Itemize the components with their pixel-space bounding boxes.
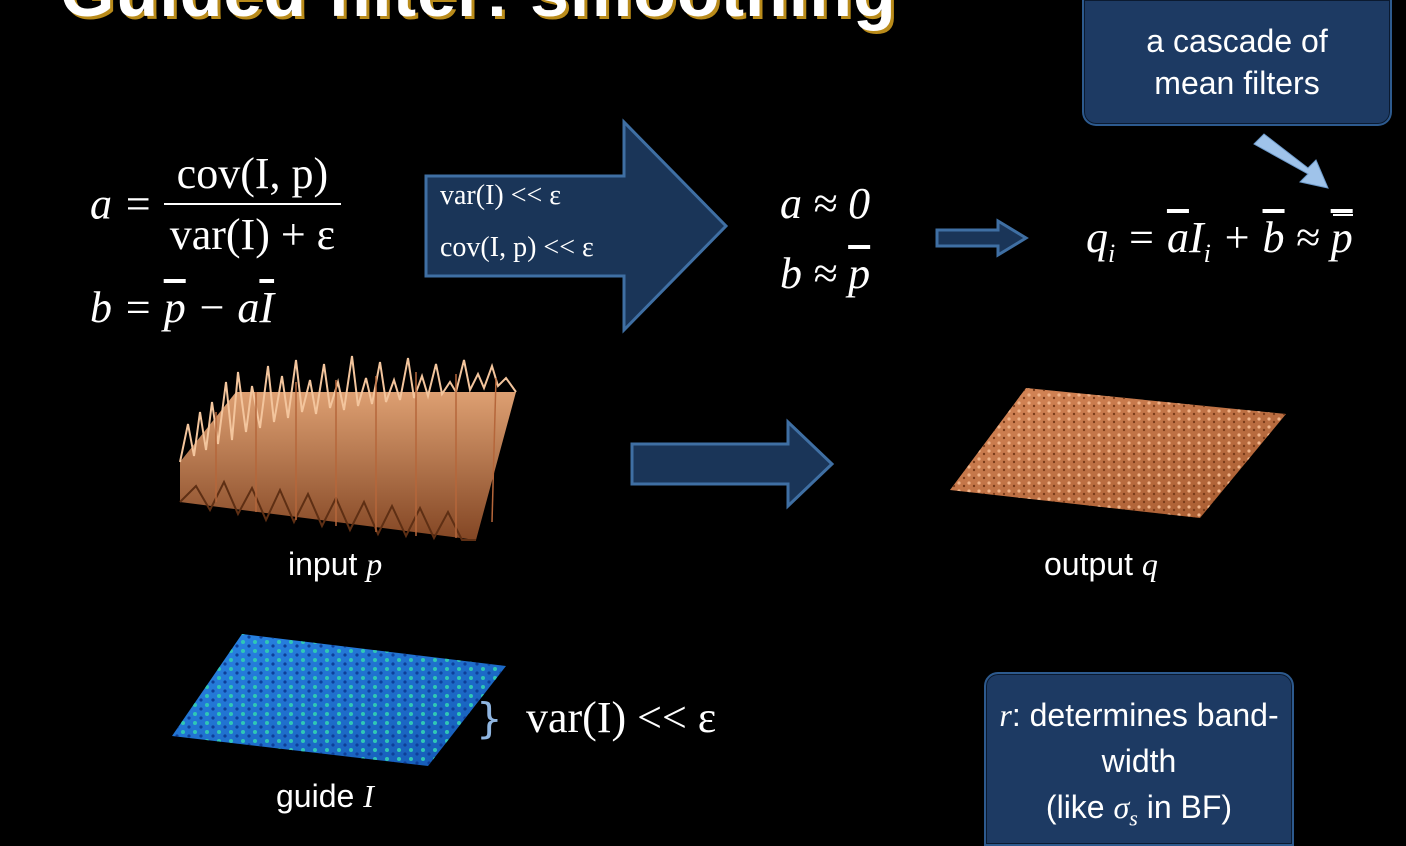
guide-surface-plot bbox=[172, 634, 506, 766]
slide-title: Guided filter: smoothing bbox=[60, 0, 897, 32]
guide-caption-text: guide bbox=[276, 778, 364, 814]
callout-cascade: a cascade of mean filters bbox=[1082, 0, 1392, 126]
pbarbar-symbol: p bbox=[1331, 212, 1353, 263]
pointer-arrow-icon bbox=[1253, 133, 1329, 189]
equation-b: b = p − aI bbox=[90, 282, 274, 333]
approx-b-lhs: b ≈ bbox=[780, 249, 849, 298]
guide-caption-var: I bbox=[363, 778, 374, 814]
approx-b: b ≈ p bbox=[780, 248, 870, 299]
plus-sign: + bbox=[1210, 213, 1263, 262]
output-surface-plot bbox=[950, 388, 1286, 518]
approx-sign: ≈ bbox=[1284, 213, 1331, 262]
q-subscript: i bbox=[1108, 238, 1116, 268]
callout-radius-text: r: determines band-width (like σs in BF) bbox=[986, 674, 1292, 841]
smoothing-arrow-icon bbox=[630, 418, 835, 510]
sigma-symbol: σ bbox=[1113, 789, 1130, 825]
radius-description: : determines band-width bbox=[1011, 697, 1279, 779]
equation-b-ibar: I bbox=[259, 283, 275, 332]
equation-a-numerator: cov(I, p) bbox=[176, 149, 329, 198]
equation-a-denominator: var(I) + ε bbox=[163, 203, 342, 260]
equation-b-minus-a: − a bbox=[185, 283, 260, 332]
callout-radius: r: determines band-width (like σs in BF) bbox=[984, 672, 1294, 846]
equals-sign: = bbox=[1115, 213, 1167, 262]
callout-cascade-text: a cascade of mean filters bbox=[1146, 23, 1328, 101]
input-caption-text: input bbox=[288, 546, 367, 582]
guide-caption: guide I bbox=[276, 778, 374, 815]
radius-symbol: r bbox=[999, 697, 1012, 733]
equation-a-lhs: a = bbox=[90, 179, 153, 229]
abar-symbol: a bbox=[1166, 213, 1189, 262]
guide-variance-label: var(I) << ε bbox=[526, 693, 717, 742]
equation-a-fraction: cov(I, p) var(I) + ε bbox=[163, 148, 342, 260]
pbar-inner: p bbox=[1330, 213, 1353, 262]
equation-b-pbar: p bbox=[163, 283, 186, 332]
condition-var: var(I) << ε bbox=[440, 180, 562, 211]
bf-text: in BF) bbox=[1137, 789, 1233, 825]
input-caption: input p bbox=[288, 546, 382, 583]
input-surface-plot bbox=[179, 355, 517, 541]
output-caption-var: q bbox=[1141, 546, 1158, 582]
like-text: (like bbox=[1045, 789, 1114, 825]
i-subscript: i bbox=[1203, 238, 1211, 268]
q-symbol: q bbox=[1086, 213, 1108, 262]
i-symbol: I bbox=[1188, 213, 1204, 262]
brace-icon: } bbox=[476, 694, 503, 743]
approx-b-pbar: p bbox=[848, 249, 871, 298]
callout-radius-line3: (like σs in BF) bbox=[986, 784, 1292, 841]
condition-cov: cov(I, p) << ε bbox=[440, 232, 594, 263]
equation-a: a = cov(I, p) var(I) + ε bbox=[90, 148, 342, 260]
callout-radius-line1: r: determines band-width bbox=[986, 692, 1292, 784]
condition-arrow bbox=[424, 118, 729, 334]
approx-a: a ≈ 0 bbox=[780, 179, 871, 228]
implies-arrow-icon bbox=[935, 218, 1029, 258]
equation-b-lhs: b = bbox=[90, 283, 164, 332]
sigma-subscript: s bbox=[1129, 805, 1138, 831]
bbar-symbol: b bbox=[1262, 213, 1285, 262]
output-equation: qi = aIi + b ≈ p bbox=[1086, 212, 1353, 269]
output-caption: output q bbox=[1044, 546, 1158, 583]
output-caption-text: output bbox=[1044, 546, 1142, 582]
input-caption-var: p bbox=[366, 546, 383, 582]
